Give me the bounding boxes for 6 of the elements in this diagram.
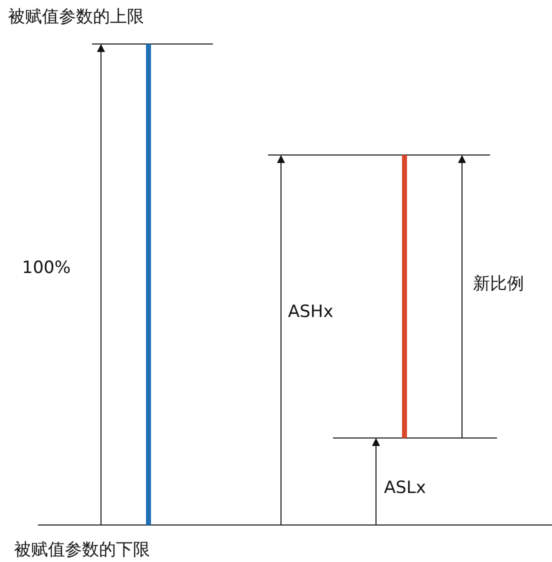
- axis-label: 100%: [22, 258, 71, 278]
- axis-label: ASLx: [384, 478, 426, 498]
- axis-label: ASHx: [288, 302, 334, 322]
- axis-label: 被赋值参数的下限: [14, 540, 150, 560]
- axis-label: 新比例: [473, 274, 524, 294]
- axis-label: 被赋值参数的上限: [8, 7, 144, 28]
